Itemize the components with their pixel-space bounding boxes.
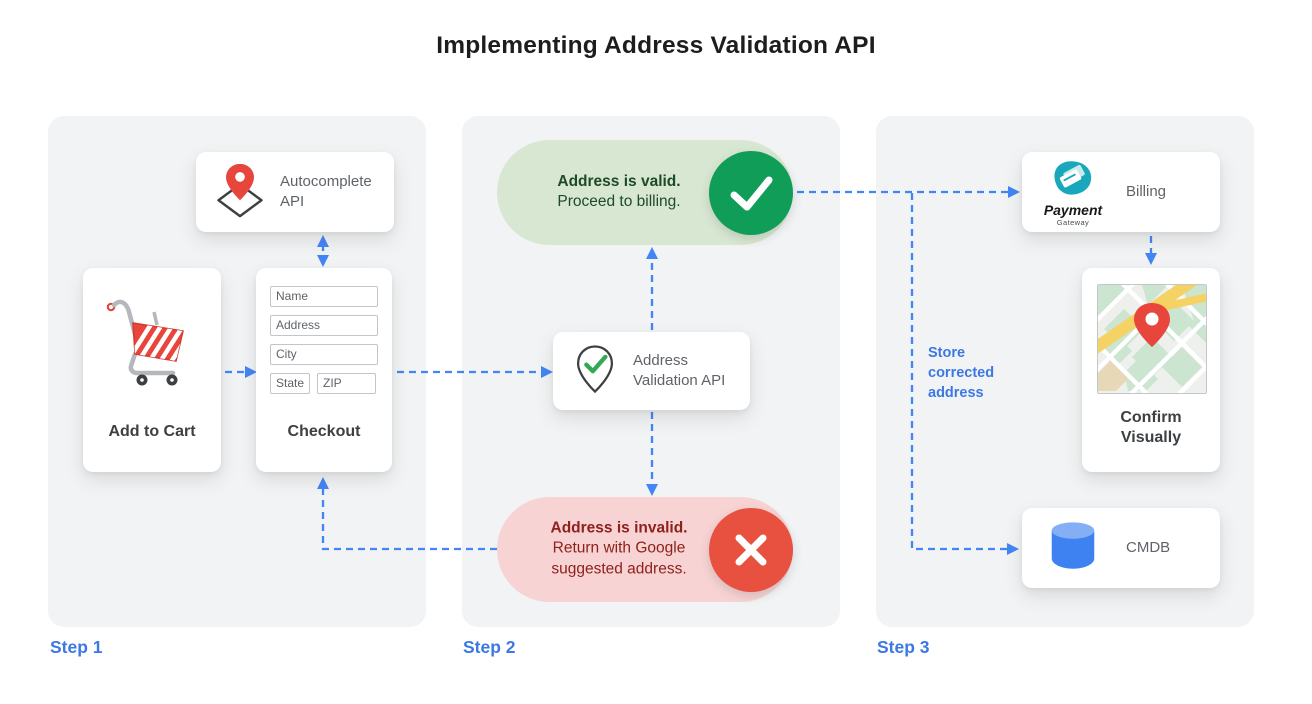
map-pin-diamond-icon <box>212 162 268 223</box>
checkout-form: Name Address City State ZIP <box>270 286 378 394</box>
city-field: City <box>270 344 378 365</box>
step2-label: Step 2 <box>463 637 516 657</box>
address-invalid-subtitle: Return with Google suggested address. <box>551 540 687 578</box>
cmdb-label: CMDB <box>1126 538 1171 556</box>
map-pin-check-icon <box>569 341 621 402</box>
autocomplete-api-label: Autocomplete API <box>280 172 372 210</box>
name-field: Name <box>270 286 378 307</box>
database-icon <box>1042 518 1104 579</box>
address-valid-pill: Address is valid. Proceed to billing. <box>497 140 793 245</box>
confirm-visually-label: Confirm Visually <box>1120 409 1182 446</box>
address-validation-api-label: Address Validation API <box>633 351 726 389</box>
address-invalid-text: Address is invalid. Return with Google s… <box>525 518 713 581</box>
x-icon <box>709 507 793 592</box>
address-validation-api-card: Address Validation API <box>553 332 750 410</box>
billing-label: Billing <box>1126 182 1167 200</box>
payment-logo-title: Payment <box>1043 201 1103 218</box>
address-invalid-pill: Address is invalid. Return with Google s… <box>497 497 793 602</box>
address-valid-text: Address is valid. Proceed to billing. <box>525 172 713 214</box>
address-invalid-title: Address is invalid. <box>550 519 688 537</box>
map-thumbnail <box>1097 284 1207 394</box>
confirm-visually-card: Confirm Visually <box>1082 268 1220 472</box>
autocomplete-api-card: Autocomplete API <box>196 152 394 232</box>
page-title: Implementing Address Validation API <box>436 32 876 59</box>
map-pin-icon <box>1134 303 1170 347</box>
checkout-card: Name Address City State ZIP Checkout <box>256 268 392 472</box>
add-to-cart-label: Add to Cart <box>108 423 196 440</box>
step1-label: Step 1 <box>50 637 103 657</box>
address-valid-title: Address is valid. <box>557 172 681 190</box>
payment-logo-subtitle: Gateway <box>1056 217 1090 227</box>
payment-gateway-icon: Payment Gateway <box>1040 158 1106 227</box>
address-field: Address <box>270 315 378 336</box>
cmdb-card: CMDB <box>1022 508 1220 588</box>
checkout-label: Checkout <box>287 423 361 440</box>
zip-field: ZIP <box>317 373 376 394</box>
step3-label: Step 3 <box>877 637 930 657</box>
shopping-cart-icon <box>102 292 202 397</box>
address-valid-subtitle: Proceed to billing. <box>557 193 681 211</box>
check-icon <box>709 150 793 235</box>
state-field: State <box>270 373 310 394</box>
store-corrected-address-note: Store corrected address <box>928 345 995 401</box>
billing-card: Payment Gateway Billing <box>1022 152 1220 232</box>
add-to-cart-card: Add to Cart <box>83 268 221 472</box>
